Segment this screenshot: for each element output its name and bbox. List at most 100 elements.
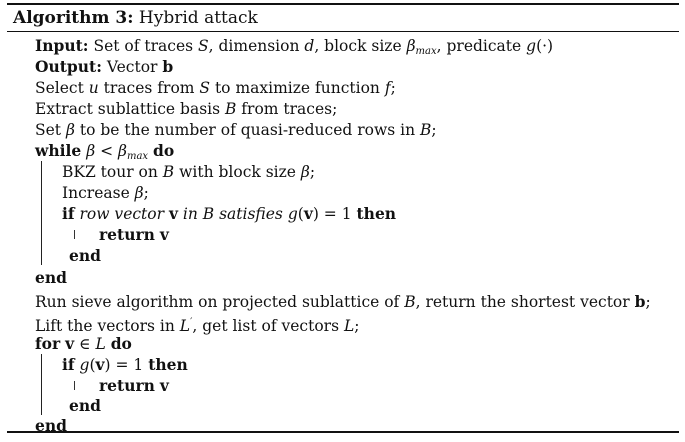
- math-lt: <: [95, 142, 119, 160]
- math-beta: β: [134, 184, 144, 202]
- if-body-tick: [74, 230, 75, 239]
- math-B: B: [162, 163, 175, 181]
- text: ;: [390, 79, 396, 97]
- math-v: v: [303, 204, 313, 223]
- math-v: v: [159, 376, 169, 395]
- text: , return the shortest vector: [415, 293, 635, 311]
- text: (: [89, 356, 96, 374]
- text: ;: [431, 121, 437, 139]
- text: row vector: [79, 205, 169, 223]
- math-v: v: [168, 204, 178, 223]
- text: to be the number of quasi-reduced rows i…: [74, 121, 421, 139]
- lift-line: Lift the vectors in L′, get list of vect…: [35, 313, 360, 336]
- if-line-2: if g(v) = 1 then: [62, 355, 188, 375]
- end-for: end: [35, 416, 67, 436]
- if-body-tick: [74, 381, 75, 390]
- end-if-1: end: [69, 246, 101, 266]
- algorithm-label: Algorithm 3:: [13, 8, 134, 28]
- text: BKZ tour on: [62, 163, 163, 181]
- text: in: [177, 205, 203, 223]
- math-S: S: [198, 37, 209, 55]
- math-g: g: [526, 37, 537, 55]
- sieve-line: Run sieve algorithm on projected sublatt…: [35, 292, 651, 312]
- math-v: v: [65, 334, 75, 353]
- math-beta: β: [65, 121, 75, 139]
- output-text: Vector: [106, 58, 163, 76]
- math-subscript: max: [415, 46, 437, 57]
- if-keyword: if: [62, 355, 75, 374]
- text: , get list of vectors: [192, 317, 344, 335]
- end-while: end: [35, 268, 67, 288]
- increase-line: Increase β;: [62, 183, 149, 203]
- caption-rule: [7, 31, 679, 32]
- text: from traces;: [236, 100, 338, 118]
- math-beta: β: [406, 37, 416, 55]
- if-line-1: if row vector v in B satisfies g(v) = 1 …: [62, 204, 396, 224]
- math-beta: β: [118, 142, 127, 160]
- then-keyword: then: [148, 355, 188, 374]
- bottom-rule: [7, 431, 679, 433]
- while-line: while β < βmax do: [35, 141, 174, 167]
- if-keyword: if: [62, 204, 75, 223]
- text: satisfies: [214, 205, 288, 223]
- do-keyword: do: [110, 334, 132, 353]
- algorithm-title: Hybrid attack: [138, 8, 258, 28]
- for-line: for v ∈ L do: [35, 334, 132, 354]
- text: (: [297, 205, 304, 223]
- text: ) = 1: [312, 205, 352, 223]
- return-keyword: return: [99, 376, 155, 395]
- set-beta-line: Set β to be the number of quasi-reduced …: [35, 120, 437, 140]
- math-B: B: [420, 121, 432, 139]
- math-in: ∈: [74, 335, 96, 353]
- math-prime: ′: [190, 317, 193, 328]
- math-B: B: [202, 205, 215, 223]
- input-keyword: Input:: [35, 36, 89, 55]
- then-keyword: then: [356, 204, 397, 223]
- text: ;: [645, 293, 651, 311]
- math-B: B: [404, 293, 416, 311]
- end-if-2: end: [69, 396, 101, 416]
- math-g: g: [287, 205, 298, 223]
- text: Run sieve algorithm on projected sublatt…: [35, 293, 405, 311]
- text: ;: [309, 163, 316, 181]
- text: with block size: [174, 163, 301, 181]
- math-arg: (·): [536, 37, 554, 55]
- algorithm-caption: Algorithm 3: Hybrid attack: [13, 7, 258, 29]
- math-b: b: [162, 57, 174, 76]
- text: ;: [143, 184, 149, 202]
- math-d: d: [304, 37, 315, 55]
- math-f: f: [384, 79, 391, 97]
- bkz-line: BKZ tour on B with block size β;: [62, 162, 315, 182]
- math-beta: β: [86, 142, 96, 160]
- end-keyword: end: [35, 268, 67, 287]
- for-keyword: for: [35, 334, 61, 353]
- top-rule: [7, 3, 679, 5]
- math-b: b: [634, 292, 646, 311]
- end-keyword: end: [35, 416, 67, 435]
- input-text: Set of traces: [93, 37, 199, 55]
- math-v: v: [95, 355, 105, 374]
- math-B: B: [224, 100, 237, 118]
- text: Set: [35, 121, 66, 139]
- math-v: v: [159, 225, 169, 244]
- text: ;: [354, 317, 360, 335]
- text: traces from: [98, 79, 200, 97]
- math-g: g: [79, 356, 90, 374]
- text: ) = 1: [104, 356, 144, 374]
- for-body-bar: [41, 354, 42, 415]
- math-subscript: max: [126, 151, 149, 162]
- text: Lift the vectors in: [35, 317, 180, 335]
- select-line: Select u traces from S to maximize funct…: [35, 78, 396, 98]
- input-text: , predicate: [436, 37, 527, 55]
- while-body-bar: [41, 161, 42, 265]
- text: Increase: [62, 184, 135, 202]
- return-line-2: return v: [99, 376, 169, 396]
- math-S: S: [199, 79, 211, 97]
- return-keyword: return: [99, 225, 155, 244]
- input-text: , dimension: [208, 37, 305, 55]
- do-keyword: do: [153, 141, 175, 160]
- end-keyword: end: [69, 246, 101, 265]
- algorithm-box: Algorithm 3: Hybrid attack Input: Set of…: [7, 3, 679, 436]
- text: Extract sublattice basis: [35, 100, 225, 118]
- math-u: u: [88, 79, 99, 97]
